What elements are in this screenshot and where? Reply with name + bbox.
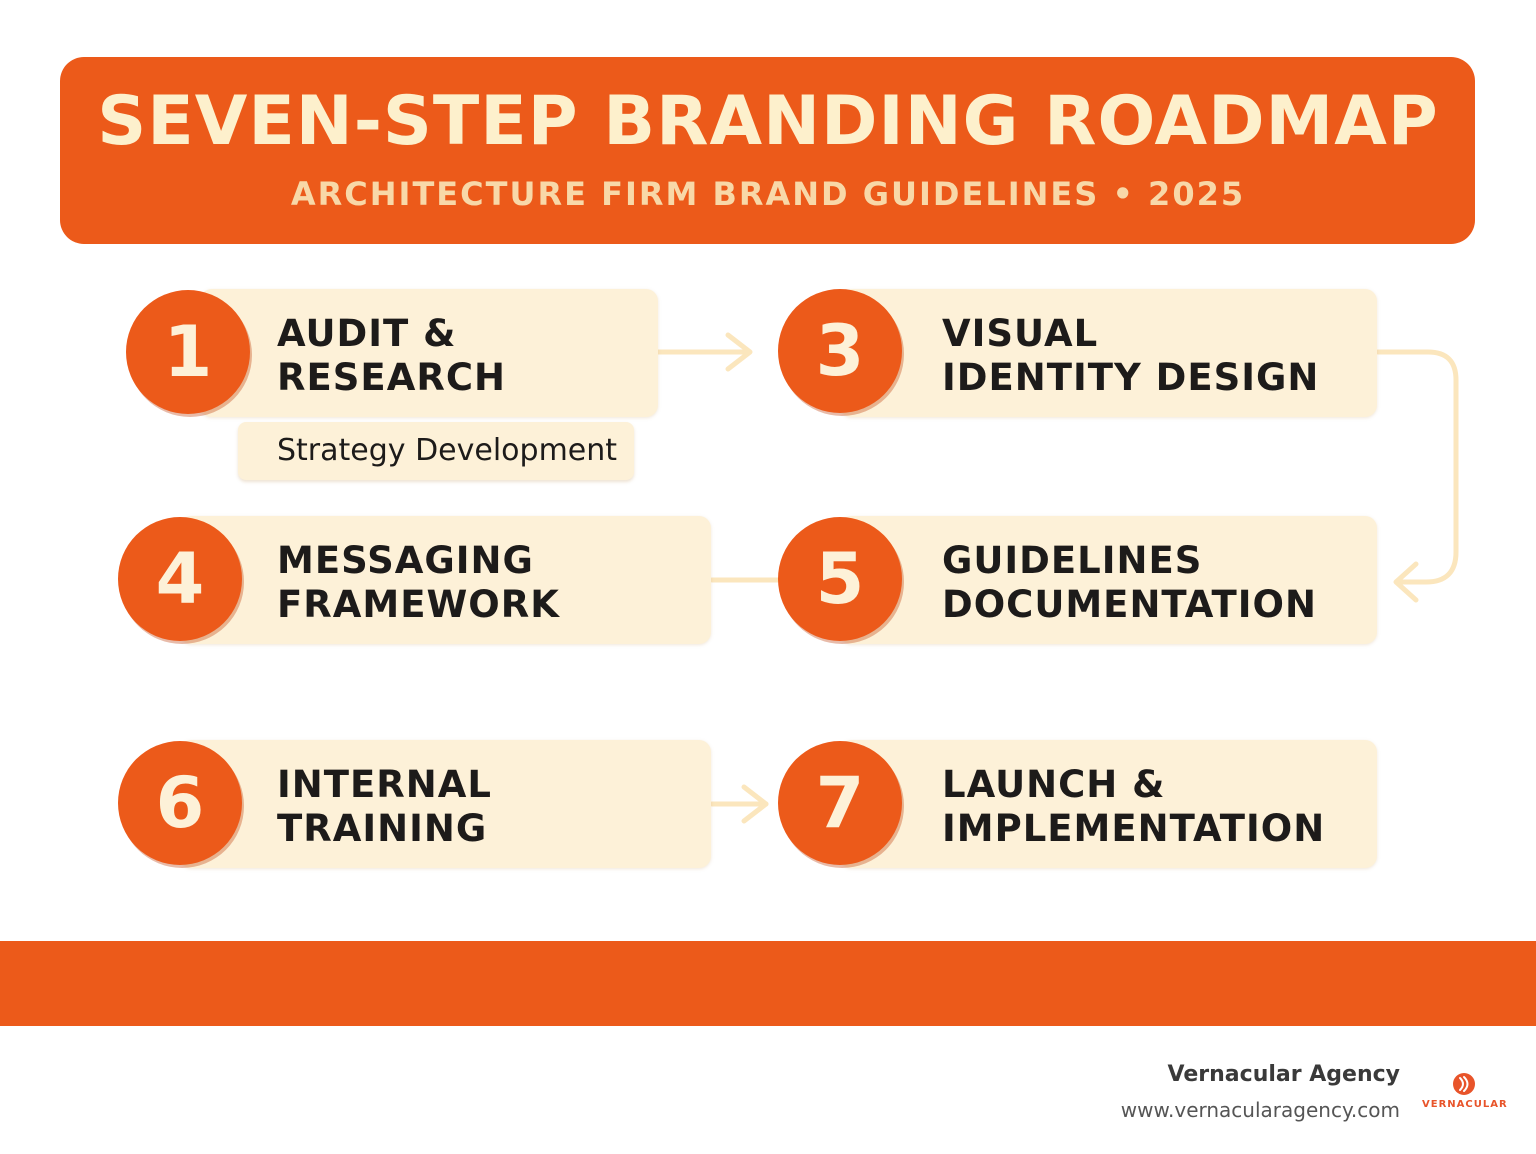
step-card-5 [840,516,1377,644]
flow-connectors [655,332,1459,824]
arrowhead-3-5 [1393,561,1419,603]
step-card-4 [180,516,711,644]
footer-bar [0,941,1536,1026]
step-card-3 [840,289,1377,417]
arrowhead-1-3 [725,332,753,372]
page-subtitle: ARCHITECTURE FIRM BRAND GUIDELINES • 202… [290,175,1246,213]
sub-step-label: Strategy Development [277,433,618,468]
step-label-1: AUDIT &RESEARCH [277,312,506,399]
step-number-badge-1: 1 [126,290,250,414]
step-label-7: LAUNCH &IMPLEMENTATION [942,763,1326,850]
connector-3-5 [1375,349,1459,585]
vernacular-logo-icon [1453,1073,1475,1095]
step-number-badge-7: 7 [778,741,902,865]
step-number-badge-5: 5 [778,517,902,641]
agency-url[interactable]: www.vernacularagency.com [1120,1098,1400,1122]
agency-name: Vernacular Agency [1167,1062,1400,1087]
logo-wordmark: VERNACULAR [1422,1099,1508,1110]
step-number-badge-4: 4 [118,517,242,641]
step-number-badge-3: 3 [778,289,902,413]
sub-step-card [238,422,634,480]
header-banner [60,57,1475,244]
step-card-1 [200,289,658,417]
page-title: SEVEN-STEP BRANDING ROADMAP [97,82,1439,161]
step-card-6 [180,740,711,868]
arrowhead-6-7 [741,784,769,824]
step-card-7 [840,740,1377,868]
step-number-badge-6: 6 [118,741,242,865]
